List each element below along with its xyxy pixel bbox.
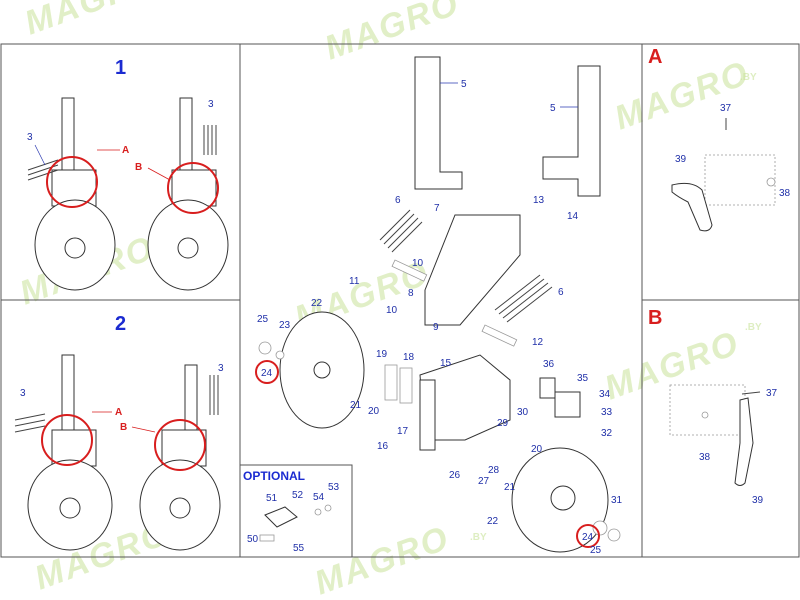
callout: 3: [27, 132, 33, 143]
callout: 24: [582, 532, 594, 543]
callout: 11: [349, 276, 360, 287]
callout: 24: [261, 368, 273, 379]
callout: 35: [577, 373, 589, 384]
panel-title: A: [648, 46, 662, 68]
callout: 36: [543, 359, 555, 370]
callout: 39: [752, 495, 764, 506]
callout: 26: [449, 470, 461, 481]
callout: 3: [20, 388, 26, 399]
callout-red: A: [122, 145, 129, 156]
callout: 55: [293, 543, 305, 554]
callout: 12: [532, 337, 544, 348]
hose-part: [734, 397, 754, 486]
callout: 33: [601, 407, 613, 418]
callout: 39: [675, 154, 687, 165]
callout: 25: [590, 545, 602, 556]
optional-box: OPTIONAL 51 52 53 54 50 55: [239, 464, 353, 558]
assembly-right: [147, 97, 229, 291]
callout: 5: [550, 103, 556, 114]
callout: 37: [766, 388, 778, 399]
exploded-view: [258, 56, 621, 553]
callout: 28: [488, 465, 500, 476]
callout: 13: [533, 195, 545, 206]
highlight-circle-24: [576, 524, 600, 548]
panel-1: 1 3 A B 3: [27, 57, 229, 291]
detail-circle-b: [167, 162, 219, 214]
callout: 31: [611, 495, 623, 506]
detail-circle-a: [46, 156, 98, 208]
callout: 10: [412, 258, 424, 269]
assembly-left: [27, 97, 116, 291]
watermark-suffix: .BY: [745, 322, 762, 333]
panel-a: A 37 39 38: [648, 46, 791, 232]
panel-2: 2 3 A B 3: [14, 313, 224, 551]
callout: 8: [408, 288, 414, 299]
callout-red: B: [120, 422, 127, 433]
callout: 14: [567, 211, 579, 222]
callout: 30: [517, 407, 529, 418]
callout: 17: [397, 426, 409, 437]
panel-title: 1: [115, 57, 126, 79]
callout: 6: [558, 287, 564, 298]
callout: 38: [779, 188, 791, 199]
watermark-suffix: .BY: [740, 72, 757, 83]
callout: 34: [599, 389, 611, 400]
callout: 20: [368, 406, 380, 417]
callout: 21: [504, 482, 516, 493]
assembly-right: [139, 364, 221, 551]
callout: 54: [313, 492, 325, 503]
callout: 23: [279, 320, 291, 331]
watermark-suffix: .BY: [470, 532, 487, 543]
callouts-main: 5 5 6 6 7 8 9 10 10 11 12 13 14 15 16 17…: [255, 79, 623, 556]
panel-title: B: [648, 307, 662, 329]
callout: 6: [395, 195, 401, 206]
hose-part: [671, 182, 713, 232]
optional-title: OPTIONAL: [243, 469, 305, 483]
highlight-circle-24: [255, 360, 279, 384]
watermark-text: MAGRO: [20, 0, 165, 43]
callout: 21: [350, 400, 362, 411]
callout: 25: [257, 314, 269, 325]
detail-circle-a: [41, 414, 93, 466]
callout: 29: [497, 418, 509, 429]
callout: 52: [292, 490, 304, 501]
callout: 16: [377, 441, 389, 452]
callout: 9: [433, 322, 439, 333]
callout: 10: [386, 305, 398, 316]
panel-b: B 37 38 39: [648, 307, 778, 506]
callout: 3: [208, 99, 214, 110]
callout: 3: [218, 363, 224, 374]
callout: 15: [440, 358, 452, 369]
callout: 27: [478, 476, 490, 487]
callout: 51: [266, 493, 278, 504]
callout: 20: [531, 444, 543, 455]
callout: 7: [434, 203, 440, 214]
callout: 32: [601, 428, 613, 439]
panel-title: 2: [115, 313, 126, 335]
callout: 37: [720, 103, 732, 114]
detail-circle-b: [154, 419, 206, 471]
callout: 53: [328, 482, 340, 493]
watermark-text: MAGRO: [610, 54, 755, 138]
callout: 19: [376, 349, 388, 360]
callout: 38: [699, 452, 711, 463]
callout: 22: [487, 516, 499, 527]
callout: 5: [461, 79, 467, 90]
callout: 22: [311, 298, 323, 309]
watermark-text: MAGRO: [320, 0, 465, 68]
callout-red: B: [135, 162, 142, 173]
callout-red: A: [115, 407, 122, 418]
callout: 18: [403, 352, 415, 363]
callout: 50: [247, 534, 259, 545]
assembly-left: [14, 354, 113, 551]
